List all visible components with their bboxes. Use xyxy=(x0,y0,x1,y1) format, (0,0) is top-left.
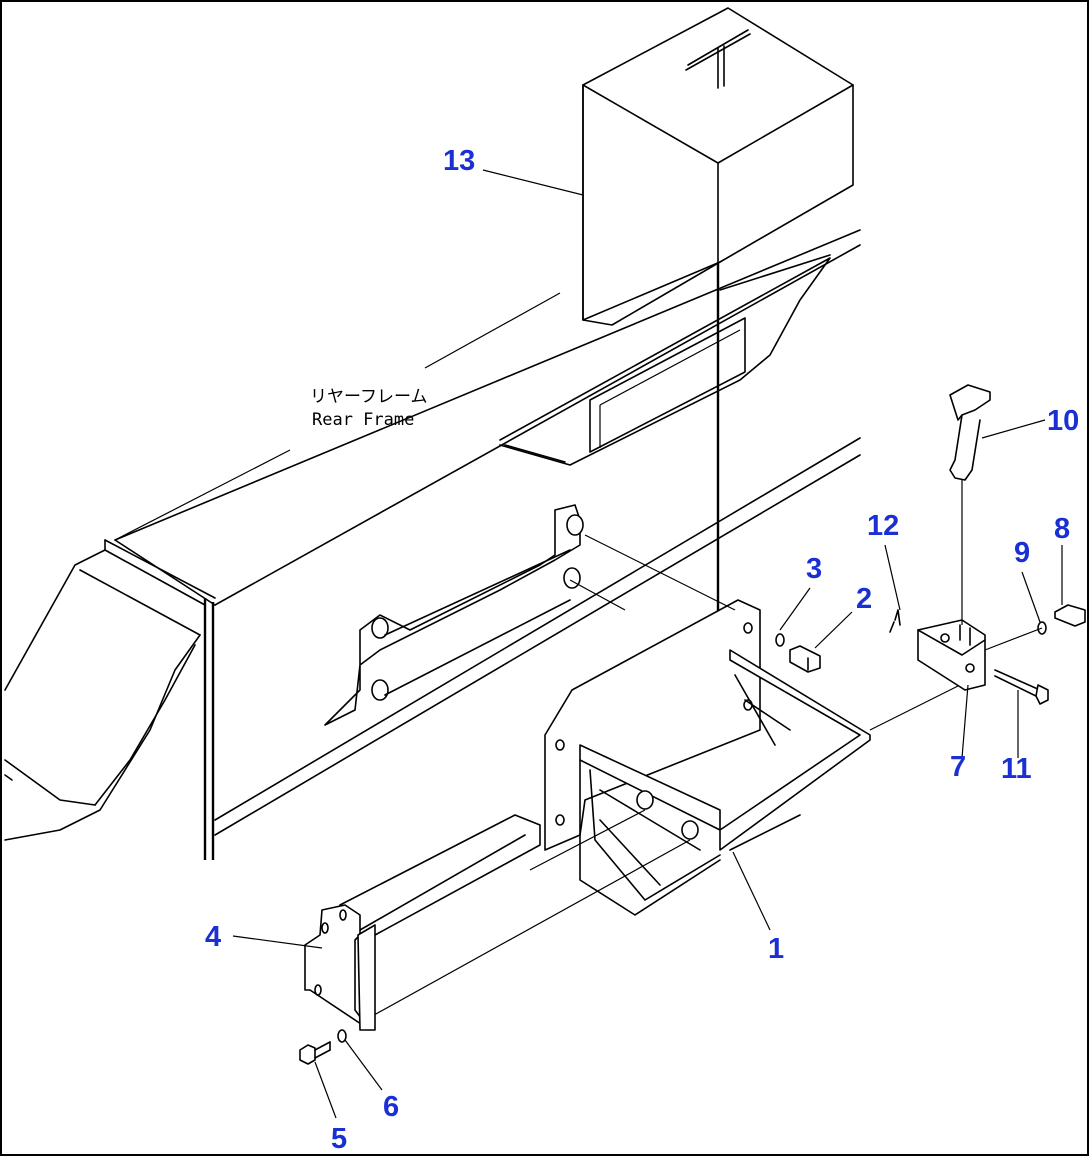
rear-frame xyxy=(4,229,861,860)
part-6-washer xyxy=(337,1029,347,1043)
leader-lines xyxy=(232,169,1063,1119)
callout-9: 9 xyxy=(1014,537,1030,569)
callout-5: 5 xyxy=(331,1123,347,1155)
leader-12 xyxy=(884,544,901,611)
part-10-handle xyxy=(949,384,991,625)
leader-4 xyxy=(232,935,323,949)
callout-11: 11 xyxy=(1001,753,1032,785)
leader-2 xyxy=(814,611,853,649)
rear-frame-label-jp: リヤーフレーム xyxy=(310,387,427,407)
part-8-bolt xyxy=(1054,604,1086,627)
callout-1: 1 xyxy=(768,933,784,965)
part-2-bolt xyxy=(789,645,821,673)
callout-6: 6 xyxy=(383,1091,399,1123)
callout-3: 3 xyxy=(806,553,822,585)
leader-13 xyxy=(482,169,584,196)
part-12-pin xyxy=(889,609,901,633)
leader-1 xyxy=(732,851,771,931)
callout-4: 4 xyxy=(205,921,221,953)
leader-3 xyxy=(779,587,811,631)
callout-7: 7 xyxy=(950,751,966,783)
leader-10 xyxy=(981,419,1046,439)
part-1-bracket xyxy=(364,534,971,1021)
callout-13: 13 xyxy=(443,145,475,177)
callout-8: 8 xyxy=(1054,513,1070,545)
part-4-bracket xyxy=(304,814,541,1031)
part-3-washer xyxy=(775,633,785,647)
part-7-plate xyxy=(917,619,986,691)
leader-7 xyxy=(961,684,969,759)
callout-10: 10 xyxy=(1047,405,1079,437)
part-5-bolt xyxy=(299,1041,331,1065)
rear-frame-label: リヤーフレーム Rear Frame xyxy=(310,387,427,430)
leader-5 xyxy=(314,1061,337,1119)
leader-9 xyxy=(1021,571,1041,623)
part-13-box xyxy=(582,7,854,326)
part-11-bolt xyxy=(994,669,1049,705)
callout-numbers: 13 10 12 9 8 3 2 7 11 1 4 6 5 xyxy=(205,145,1079,1155)
callout-2: 2 xyxy=(856,583,872,615)
frame-bushings xyxy=(371,514,584,701)
leader-6 xyxy=(344,1039,383,1091)
rear-frame-label-en: Rear Frame xyxy=(312,410,414,430)
callout-12: 12 xyxy=(867,510,899,542)
